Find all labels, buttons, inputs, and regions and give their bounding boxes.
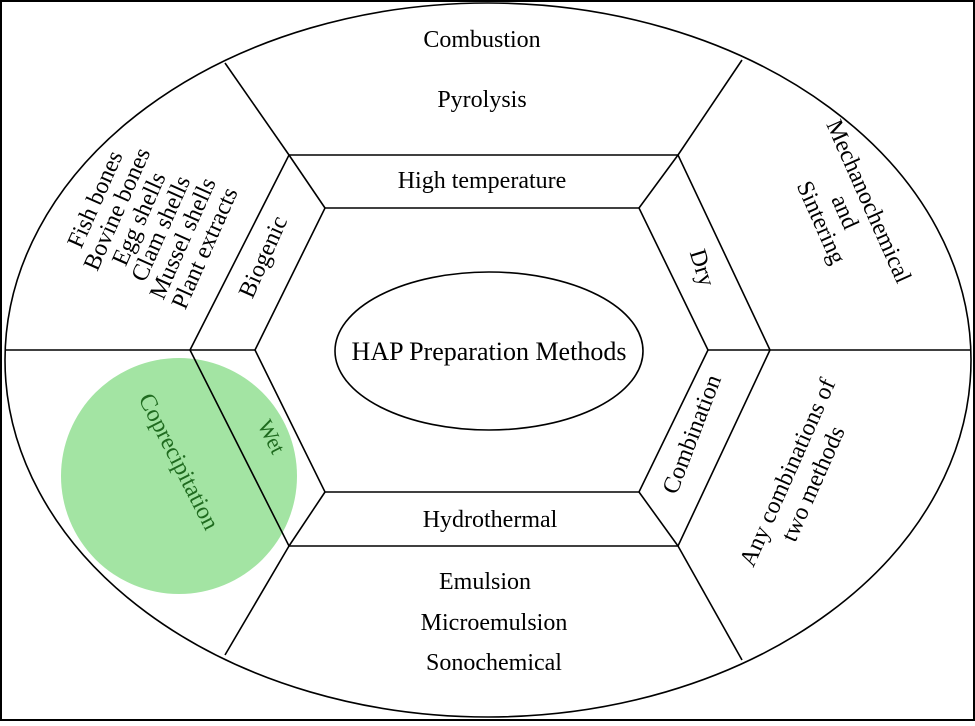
label-combustion: Combustion	[423, 27, 540, 53]
outer-ellipse	[4, 2, 972, 718]
label-emulsion: Emulsion	[439, 569, 531, 595]
divider-bottom-right	[677, 545, 743, 661]
spoke-top-left	[288, 154, 326, 209]
spoke-top-right	[638, 154, 679, 209]
center-title: HAP Preparation Methods	[352, 337, 627, 366]
label-pyrolysis: Pyrolysis	[437, 87, 526, 113]
group-mechanochemical: Mechanochemical and Sintering	[791, 116, 916, 288]
coprecipitation-highlight	[61, 358, 297, 594]
label-combination: Combination	[658, 371, 727, 497]
label-dry: Dry	[684, 246, 720, 289]
group-any-combinations: Any combinations of two methods	[735, 375, 851, 571]
label-microemulsion: Microemulsion	[421, 610, 568, 636]
label-sonochemical: Sonochemical	[426, 650, 562, 676]
divider-top-right	[677, 59, 743, 156]
spoke-bottom-left	[288, 491, 326, 547]
divider-top-left	[224, 62, 290, 156]
label-biogenic: Biogenic	[234, 212, 293, 302]
spoke-bottom-right	[638, 491, 679, 547]
center-ellipse	[334, 271, 644, 431]
group-biogenic-sources: Fish bones Bovine bones Egg shells Clam …	[63, 144, 244, 313]
label-high-temperature: High temperature	[398, 168, 567, 194]
label-hydrothermal: Hydrothermal	[423, 507, 558, 533]
divider-bottom-left	[224, 545, 290, 656]
